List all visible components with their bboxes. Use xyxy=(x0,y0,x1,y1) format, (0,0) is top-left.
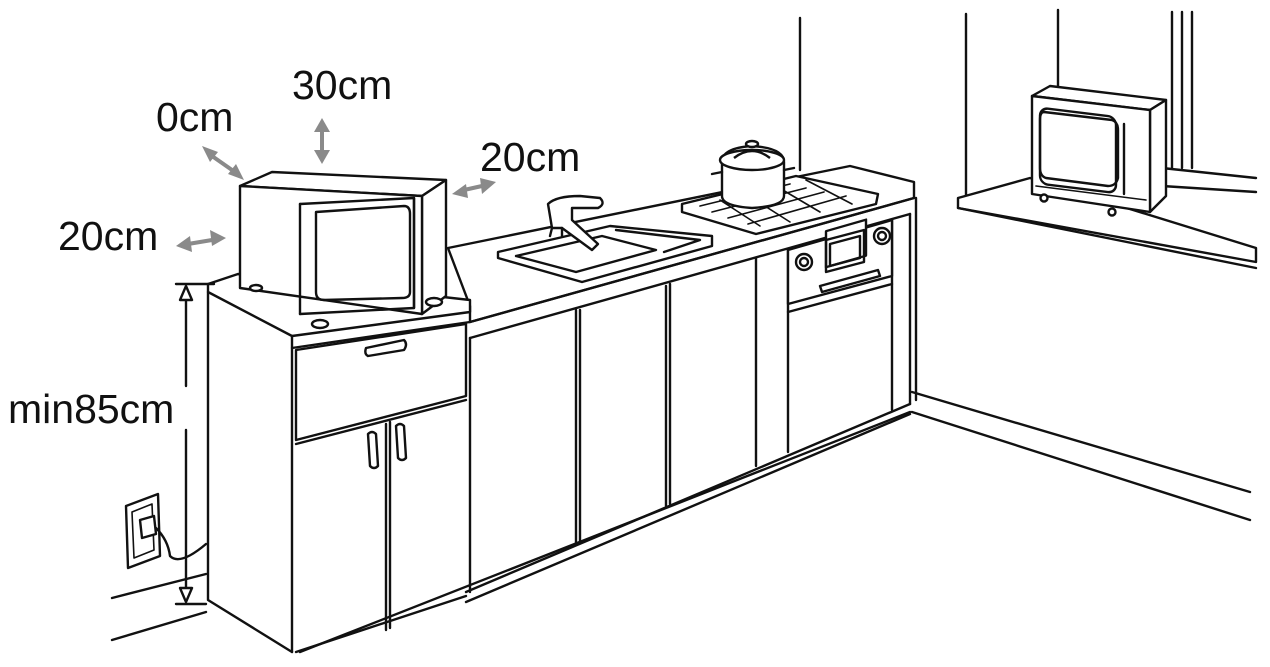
clearance-arrow-left xyxy=(176,230,226,252)
label-right-clearance: 20cm xyxy=(480,134,580,180)
height-dimension xyxy=(174,282,216,606)
window-area xyxy=(956,8,1258,270)
clearance-arrow-right xyxy=(452,178,496,198)
support-cabinet xyxy=(206,272,472,654)
microwave xyxy=(238,170,448,330)
oven-front xyxy=(786,218,894,314)
clearance-arrow-back xyxy=(202,146,244,180)
power-outlet xyxy=(124,492,208,570)
sink xyxy=(496,224,714,284)
window-microwave xyxy=(1030,84,1168,217)
label-back-clearance: 0cm xyxy=(156,94,233,140)
clearance-arrow-top xyxy=(314,118,330,164)
label-left-clearance: 20cm xyxy=(58,213,158,259)
faucet xyxy=(546,194,604,252)
label-height-min: min85cm xyxy=(8,386,174,432)
label-top-clearance: 30cm xyxy=(292,62,392,108)
pot xyxy=(710,139,796,210)
